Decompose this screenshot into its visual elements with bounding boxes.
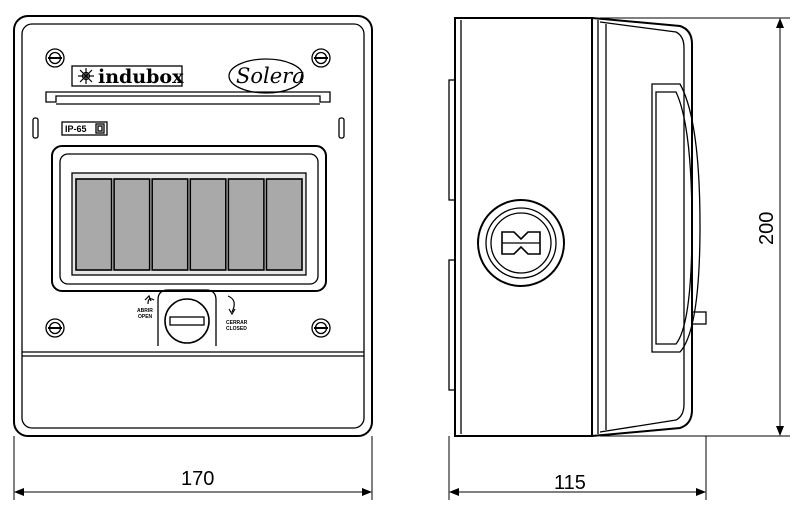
- lock-knob-icon: [164, 298, 210, 344]
- rating-box: [61, 121, 108, 136]
- enclosure-inner-outline: [21, 23, 365, 429]
- label-strip: [45, 91, 331, 103]
- breaker-module: [227, 178, 265, 271]
- close-label-2: CLOSED: [226, 326, 247, 332]
- solera-logo-text: Solera: [236, 64, 305, 88]
- sun-logo-icon: [78, 68, 94, 84]
- side-window-bulge: [651, 83, 701, 353]
- close-label-1: CERRAR: [226, 320, 248, 326]
- breaker-module: [75, 178, 113, 271]
- open-label-2: OPEN: [138, 314, 153, 320]
- side-body-outline: [454, 17, 593, 437]
- brand-box: [71, 65, 183, 87]
- breaker-module: [113, 178, 151, 271]
- screw-top-right-icon: [311, 48, 331, 68]
- slot-left: [32, 117, 39, 139]
- breaker-module: [265, 178, 303, 271]
- brand-name: indubox: [98, 66, 184, 88]
- window-inner-frame: [59, 153, 319, 285]
- width-dimension-label: 170: [181, 468, 214, 490]
- ip-rating: IP-65: [65, 124, 87, 134]
- slot-right: [338, 117, 345, 139]
- side-latch: [691, 311, 707, 325]
- breaker-module: [151, 178, 189, 271]
- side-rib-top: [448, 79, 456, 201]
- screw-bottom-right-icon: [311, 318, 331, 338]
- cable-gland-outer: [477, 199, 565, 287]
- lock-area: [144, 289, 236, 346]
- open-label-1: ABRIR: [137, 308, 153, 314]
- window-outer-frame: [51, 145, 327, 292]
- breaker-module: [189, 178, 227, 271]
- enclosure-outer-outline: [13, 15, 373, 437]
- cable-gland-inner: [485, 207, 557, 279]
- close-arrow-icon: [227, 295, 235, 313]
- screw-top-left-icon: [45, 48, 65, 68]
- cable-gland-icon: [501, 231, 541, 255]
- side-rib-bottom: [448, 259, 456, 391]
- depth-dimension-label: 115: [554, 472, 586, 494]
- screw-bottom-left-icon: [45, 318, 65, 338]
- height-dimension-label: 200: [756, 212, 778, 245]
- open-arrow-icon: [147, 298, 155, 305]
- side-view: [448, 17, 707, 437]
- side-lid-outline: [591, 17, 693, 437]
- dimension-lines: [13, 17, 790, 500]
- solera-logo-frame: [228, 58, 304, 94]
- breaker-modules: [75, 178, 303, 271]
